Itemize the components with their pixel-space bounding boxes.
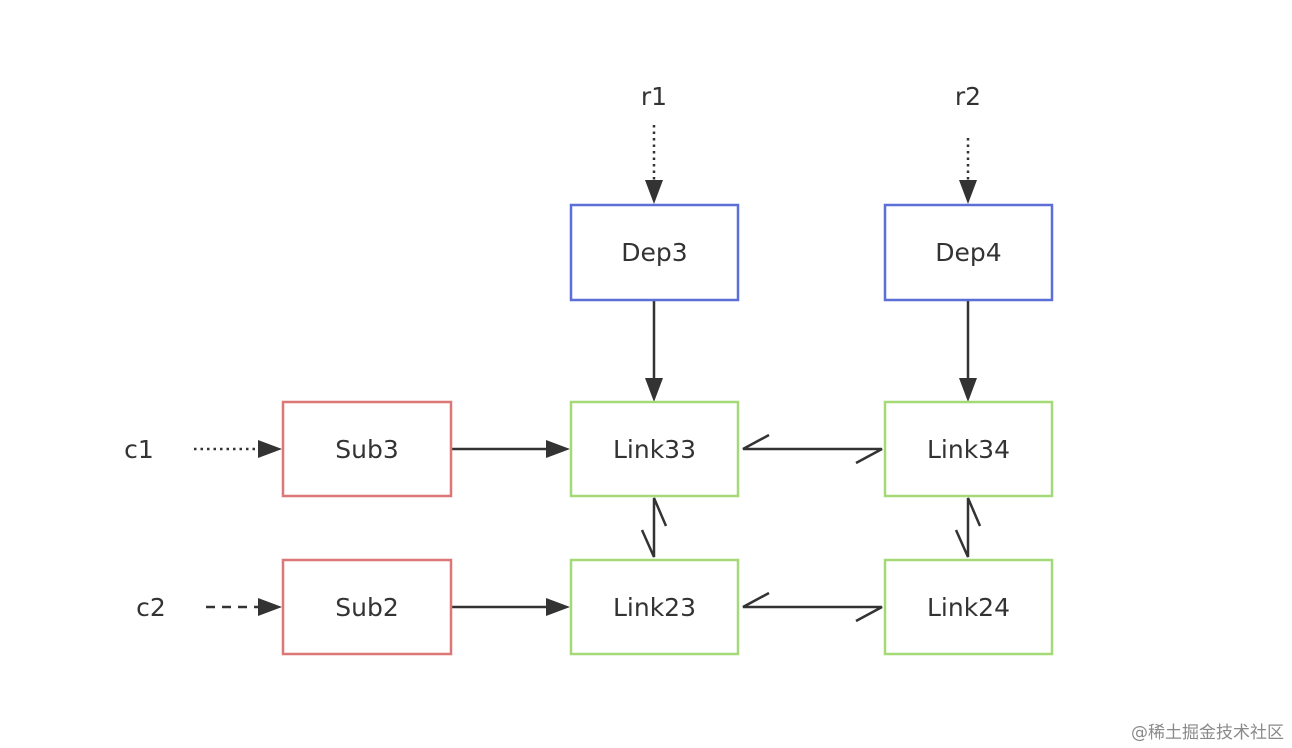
- source-label-c1: c1: [124, 435, 154, 464]
- arrowhead-r1: [645, 180, 663, 204]
- node-dep3[interactable]: [569, 203, 740, 302]
- node-dep3-label: Dep3: [621, 238, 687, 267]
- arrowhead-dep3: [645, 378, 663, 402]
- node-link23[interactable]: [569, 558, 740, 656]
- node-link33[interactable]: [569, 400, 740, 498]
- arrowhead-c1: [258, 440, 282, 458]
- node-link24[interactable]: [883, 558, 1054, 656]
- arrowhead-c2: [258, 598, 282, 616]
- node-link23-label: Link23: [613, 593, 696, 622]
- node-sub3[interactable]: [281, 400, 453, 498]
- source-label-c2: c2: [136, 593, 166, 622]
- arrowhead-dep4: [959, 378, 977, 402]
- arrowhead-sub2: [546, 598, 570, 616]
- node-sub3-label: Sub3: [335, 435, 399, 464]
- node-link34-label: Link34: [927, 435, 1010, 464]
- link-link34-link24: [954, 497, 982, 558]
- node-sub2[interactable]: [281, 558, 453, 656]
- source-label-r2: r2: [955, 82, 981, 111]
- arrowhead-r2: [959, 180, 977, 204]
- link-link23-link24: [742, 591, 883, 623]
- source-label-r1: r1: [641, 82, 667, 111]
- node-link33-label: Link33: [613, 435, 696, 464]
- node-dep4-label: Dep4: [935, 238, 1001, 267]
- node-dep4[interactable]: [883, 203, 1054, 302]
- node-sub2-label: Sub2: [335, 593, 399, 622]
- link-link33-link23: [640, 497, 668, 558]
- arrowhead-sub3: [546, 440, 570, 458]
- node-link24-label: Link24: [927, 593, 1010, 622]
- link-link33-link34: [742, 433, 883, 465]
- node-link34[interactable]: [883, 400, 1054, 498]
- watermark: @稀土掘金技术社区: [1131, 723, 1284, 743]
